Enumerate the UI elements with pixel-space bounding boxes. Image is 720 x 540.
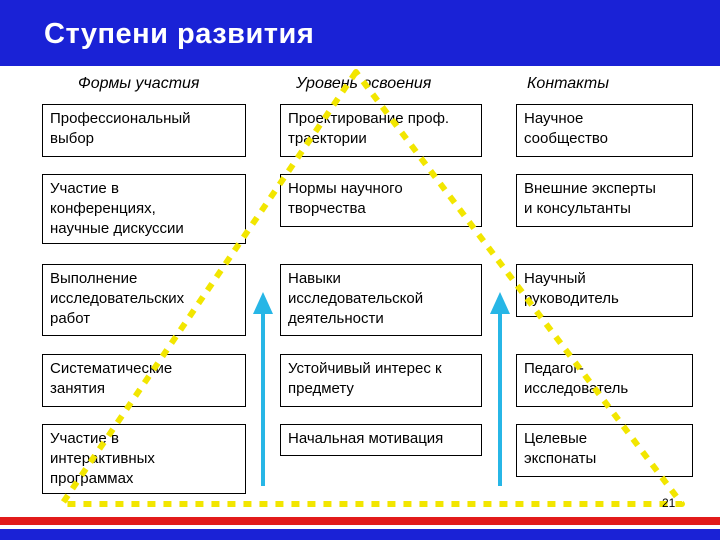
title-bar: Ступени развития xyxy=(0,0,720,66)
level-box-3: Навыки исследовательской деятельности xyxy=(280,264,482,336)
form-line: работ xyxy=(50,310,91,327)
form-line: исследовательских xyxy=(50,290,185,307)
red-stripe xyxy=(0,517,720,525)
form-line: интерактивных xyxy=(50,450,155,467)
form-line: Профессиональный xyxy=(50,110,191,127)
form-line: конференциях, xyxy=(50,200,156,217)
level-line: исследовательской xyxy=(288,290,424,307)
form-line: Участие в xyxy=(50,180,119,197)
contact-line: Научное xyxy=(524,110,584,127)
level-line: предмету xyxy=(288,380,354,397)
contact-line: и консультанты xyxy=(524,200,631,217)
contact-line: экспонаты xyxy=(524,450,597,467)
level-line: деятельности xyxy=(288,310,384,327)
column-header-forms: Формы участия xyxy=(78,75,200,92)
contact-line: Педагог- xyxy=(524,360,584,377)
up-arrow-icon xyxy=(490,292,510,486)
level-line: творчества xyxy=(288,200,366,217)
contact-line: руководитель xyxy=(524,290,619,307)
contact-box-3: Научный руководитель xyxy=(516,264,693,317)
form-line: выбор xyxy=(50,130,95,147)
contact-line: Целевые xyxy=(524,430,588,447)
contact-box-4: Педагог- исследователь xyxy=(516,354,693,407)
form-line: Систематические xyxy=(50,360,173,377)
level-line: Нормы научного xyxy=(288,180,403,197)
level-box-2: Нормы научного творчества xyxy=(280,174,482,227)
white-stripe xyxy=(0,525,720,529)
level-box-1: Проектирование проф. траектории xyxy=(280,104,482,157)
form-box-1: Профессиональный выбор xyxy=(42,104,246,157)
form-line: занятия xyxy=(50,380,105,397)
level-line: Начальная мотивация xyxy=(288,430,444,447)
contact-line: исследователь xyxy=(524,380,629,397)
form-line: программах xyxy=(50,470,134,487)
up-arrow-icon xyxy=(253,292,273,486)
contact-line: Научный xyxy=(524,270,586,287)
form-box-2: Участие в конференциях, научные дискусси… xyxy=(42,174,246,244)
development-triangle xyxy=(59,69,685,507)
page-number: 21 xyxy=(662,496,676,510)
form-line: Выполнение xyxy=(50,270,138,287)
contact-box-2: Внешние эксперты и консультанты xyxy=(516,174,693,227)
level-line: Навыки xyxy=(288,270,341,287)
column-header-contacts: Контакты xyxy=(527,75,610,92)
form-line: научные дискуссии xyxy=(50,220,184,237)
contact-box-1: Научное сообщество xyxy=(516,104,693,157)
blue-stripe xyxy=(0,529,720,540)
contact-line: Внешние эксперты xyxy=(524,180,656,197)
contact-box-5: Целевые экспонаты xyxy=(516,424,693,477)
form-box-3: Выполнение исследовательских работ xyxy=(42,264,246,336)
level-box-5: Начальная мотивация xyxy=(280,424,482,456)
level-line: Устойчивый интерес к xyxy=(288,360,442,377)
bottom-stripes xyxy=(0,517,720,540)
contact-line: сообщество xyxy=(524,130,608,147)
slide-title: Ступени развития xyxy=(44,18,315,50)
level-box-4: Устойчивый интерес к предмету xyxy=(280,354,482,407)
